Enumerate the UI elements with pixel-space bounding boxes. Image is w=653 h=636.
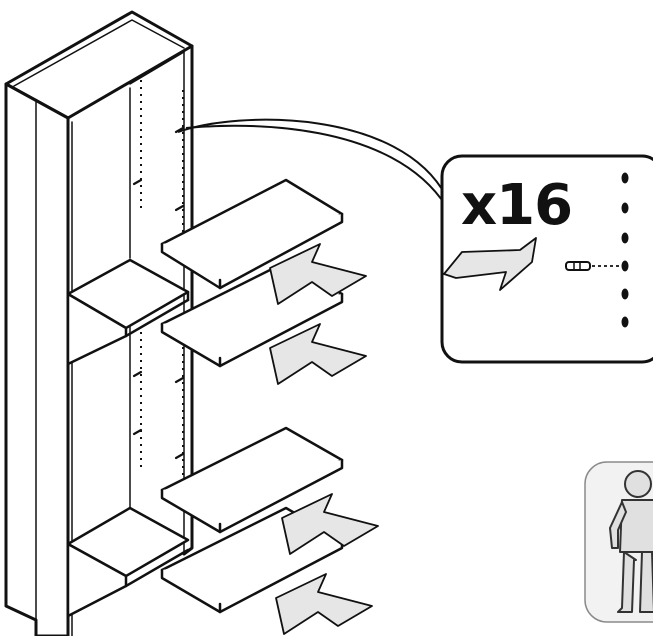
quantity-label: x16 [461, 173, 572, 238]
shelf-pin-detail-callout: x16 [440, 154, 653, 364]
shelf-pin-holes [140, 80, 184, 480]
insert-arrow-shelf-4 [275, 573, 373, 635]
person-right-leg [639, 551, 653, 613]
hole-column [621, 172, 629, 328]
bookcase-frame [4, 10, 194, 636]
person-left-arm [609, 501, 627, 549]
inserted-shelf-pins [132, 126, 185, 460]
single-person-assembly-icon [584, 461, 653, 623]
person-torso [619, 499, 653, 553]
shelf-pin-icon [565, 261, 619, 271]
loose-shelf-3 [160, 426, 344, 534]
insert-arrow-shelf-3 [281, 493, 379, 555]
push-in-arrow-icon [443, 237, 537, 291]
insert-arrow-shelf-2 [269, 323, 367, 385]
insert-arrow-shelf-1 [269, 243, 367, 305]
loose-shelf-1 [160, 178, 344, 290]
callout-leader-line [177, 118, 447, 197]
person-left-leg [617, 551, 637, 613]
callout-box [440, 154, 653, 364]
bookcase-left-side-panel [4, 82, 70, 636]
person-head [624, 470, 652, 498]
